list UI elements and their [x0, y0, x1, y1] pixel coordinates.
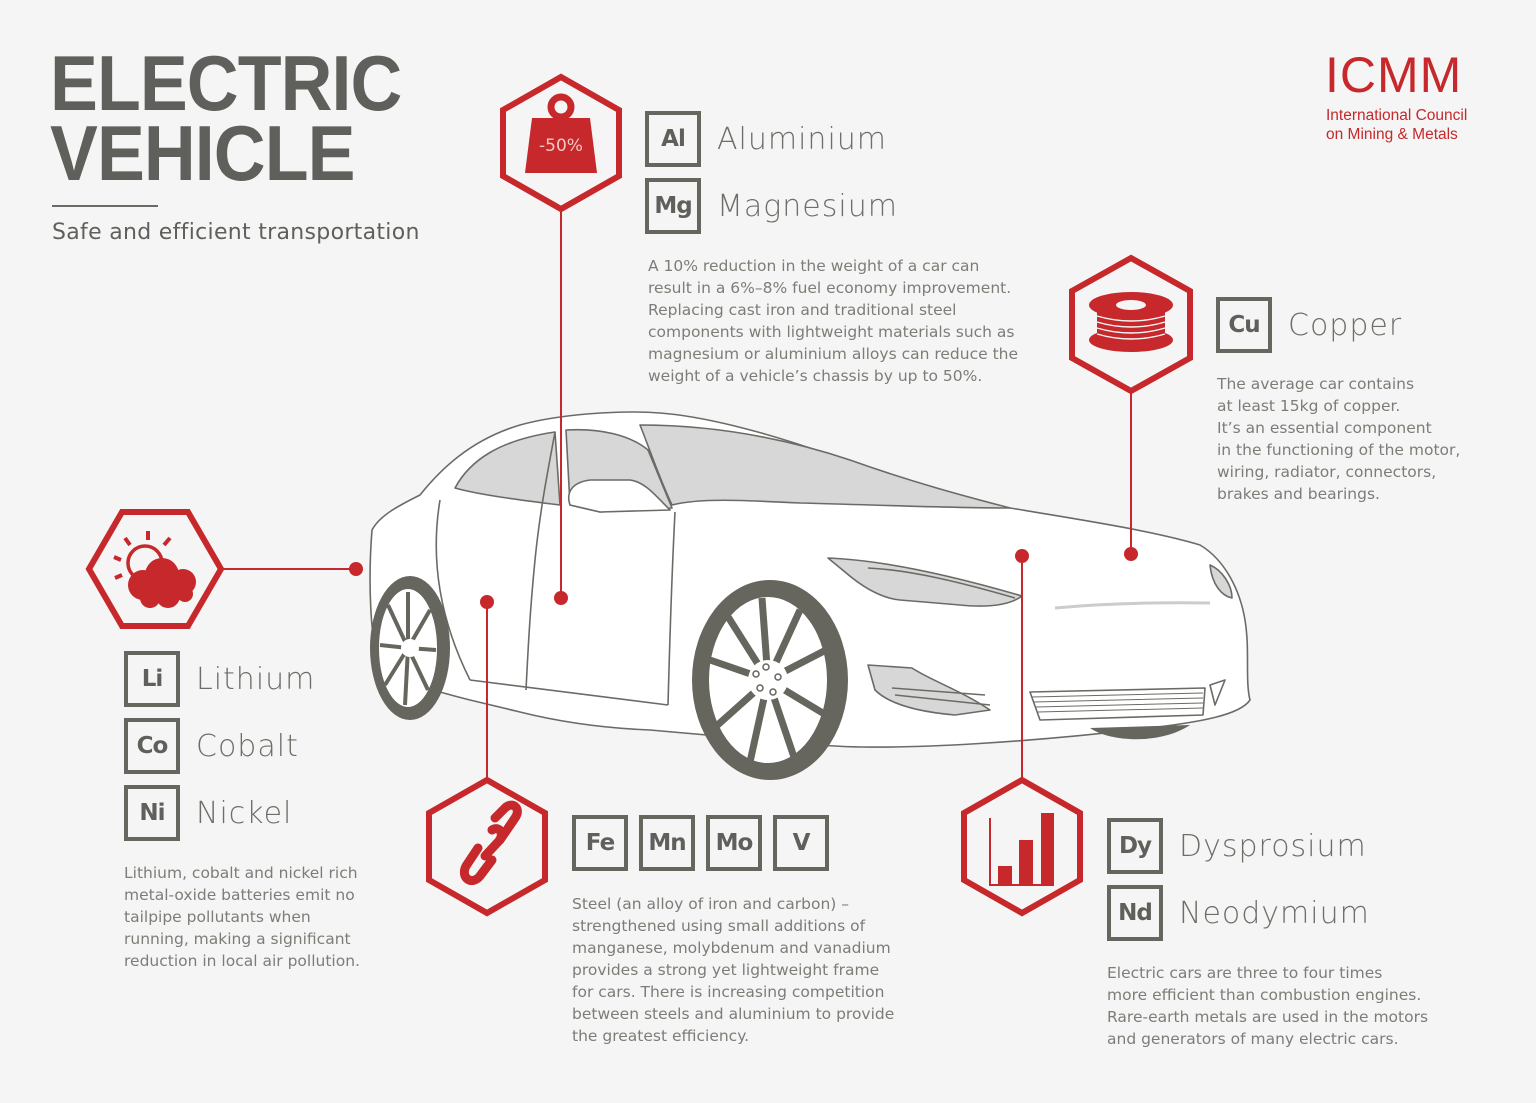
element-iron: Fe	[572, 815, 628, 871]
far-front-wheel	[1090, 725, 1190, 740]
element-symbol: Nd	[1107, 885, 1163, 941]
element-name: Aluminium	[717, 121, 888, 157]
title-line-1: ELECTRIC	[50, 39, 402, 127]
element-dysprosium: Dy Dysprosium	[1107, 818, 1367, 874]
bar-chart-icon	[989, 813, 1054, 886]
element-lithium: Li Lithium	[124, 651, 315, 707]
element-symbol: Li	[124, 651, 180, 707]
element-name: Magnesium	[717, 188, 898, 224]
element-symbol: Mg	[645, 178, 701, 234]
element-symbol: Dy	[1107, 818, 1163, 874]
element-name: Cobalt	[196, 728, 299, 764]
element-magnesium: Mg Magnesium	[645, 178, 898, 234]
element-symbol: Mo	[706, 815, 762, 871]
weight-icon-label: -50%	[539, 136, 583, 156]
copper-hexagon	[1069, 254, 1193, 395]
chain-link-icon	[460, 800, 522, 885]
sun-cloud-icon	[113, 531, 196, 608]
element-neodymium: Nd Neodymium	[1107, 885, 1370, 941]
page-subtitle: Safe and efficient transportation	[52, 220, 420, 245]
title-divider	[52, 205, 158, 207]
element-symbol: Cu	[1216, 297, 1272, 353]
element-name: Copper	[1288, 307, 1403, 343]
element-symbol: Ni	[124, 785, 180, 841]
page-title: ELECTRIC VEHICLE	[50, 39, 402, 197]
copper-description: The average car contains at least 15kg o…	[1217, 375, 1461, 503]
wire-spool-icon	[1089, 292, 1173, 352]
element-cobalt: Co Cobalt	[124, 718, 299, 774]
title-line-2: VEHICLE	[50, 109, 355, 197]
sun-cloud-hexagon	[85, 509, 225, 629]
lightweight-description: A 10% reduction in the weight of a car c…	[648, 257, 1019, 385]
element-manganese: Mn	[639, 815, 695, 871]
weight-icon	[525, 93, 597, 173]
front-wheel	[692, 580, 848, 780]
element-aluminium: Al Aluminium	[645, 111, 887, 167]
element-copper: Cu Copper	[1216, 297, 1402, 353]
element-name: Neodymium	[1179, 895, 1370, 931]
element-symbol: V	[773, 815, 829, 871]
chain-hexagon	[426, 776, 548, 917]
weight-hexagon	[500, 73, 622, 213]
element-symbol: Al	[645, 111, 701, 167]
element-name: Nickel	[196, 795, 293, 831]
element-symbol: Fe	[572, 815, 628, 871]
element-name: Lithium	[196, 661, 316, 697]
element-vanadium: V	[773, 815, 829, 871]
element-nickel: Ni Nickel	[124, 785, 292, 841]
icmm-logo: ICMM	[1325, 47, 1463, 103]
connector-dots	[349, 547, 1138, 609]
battery-description: Lithium, cobalt and nickel rich metal-ox…	[124, 864, 360, 970]
electric-car-illustration	[369, 411, 1251, 748]
rear-wheel	[370, 576, 450, 720]
bar-chart-hexagon	[961, 776, 1083, 917]
element-symbol: Mn	[639, 815, 695, 871]
element-name: Dysprosium	[1179, 828, 1367, 864]
rare-earth-description: Electric cars are three to four times mo…	[1107, 964, 1429, 1048]
element-molybdenum: Mo	[706, 815, 762, 871]
connector-lines	[222, 210, 1132, 780]
steel-description: Steel (an alloy of iron and carbon) – st…	[572, 895, 895, 1045]
element-symbol: Co	[124, 718, 180, 774]
icmm-logo-tagline: International Council on Mining & Metals	[1326, 107, 1468, 143]
